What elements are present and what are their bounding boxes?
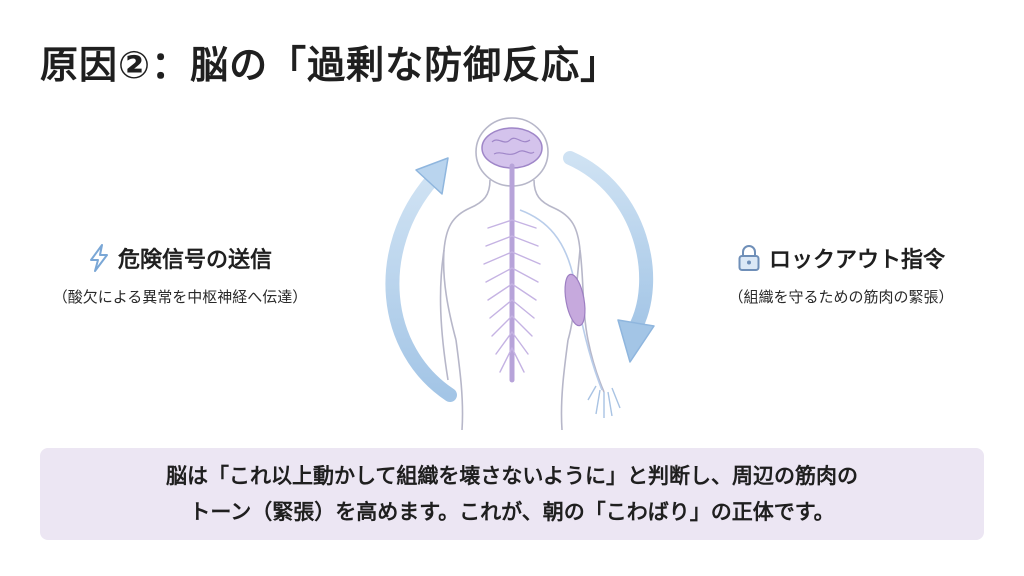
explanation-line-1: 脳は「これ以上動かして組織を壊さないように」と判断し、周辺の筋肉の xyxy=(166,464,858,488)
lockout-panel: ロックアウト指令 （組織を守るための筋肉の緊張） xyxy=(676,242,1006,307)
lockout-subtitle: （組織を守るための筋肉の緊張） xyxy=(728,288,954,306)
hand-outline xyxy=(587,385,621,418)
lockout-heading: ロックアウト指令 xyxy=(737,242,945,274)
padlock-icon xyxy=(737,244,761,272)
danger-signal-title: 危険信号の送信 xyxy=(117,248,272,273)
danger-signal-subtitle: （酸欠による異常を中枢神経へ伝達） xyxy=(52,288,308,306)
lockout-title: ロックアウト指令 xyxy=(768,248,945,273)
brain-icon xyxy=(481,127,543,169)
explanation-line-2: トーン（緊張）を高めます。これが、朝の「こわばり」の正体です。 xyxy=(189,500,835,524)
danger-signal-panel: 危険信号の送信 （酸欠による異常を中枢神経へ伝達） xyxy=(30,242,330,307)
nervous-system-illustration xyxy=(352,110,672,440)
explanation-box: 脳は「これ以上動かして組織を壊さないように」と判断し、周辺の筋肉の トーン（緊張… xyxy=(40,448,984,540)
arm-muscle xyxy=(564,273,586,327)
upward-arrow-icon xyxy=(385,157,457,402)
danger-signal-heading: 危険信号の送信 xyxy=(88,242,272,274)
page-title: 原因②：脳の「過剰な防御反応」 xyxy=(40,43,620,87)
downward-arrow-icon xyxy=(563,151,655,363)
nerve-branches xyxy=(483,219,541,373)
arm-nerve xyxy=(519,209,603,391)
lightning-icon xyxy=(88,244,110,272)
